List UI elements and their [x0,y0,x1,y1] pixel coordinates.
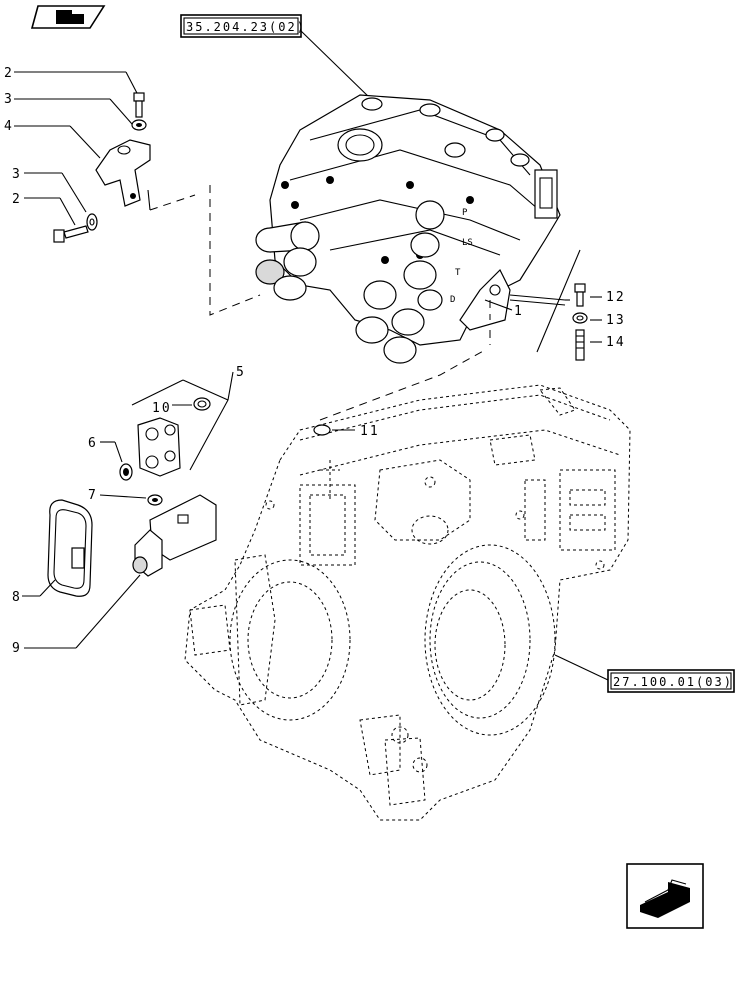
svg-text:T: T [455,268,461,278]
callout-3-top: 3 [4,92,14,107]
bolt-12 [574,283,586,307]
housing-ref-label: 27.100.01(03) [613,675,733,689]
valve-ref-label: 35.204.23(02) [186,20,306,34]
callout-3-mid: 3 [12,167,22,182]
transmission-housing [184,384,631,821]
callout-13: 13 [606,313,626,328]
o-ring-11 [313,424,331,436]
callout-2-mid: 2 [12,192,22,207]
bracket-4 [95,139,151,211]
next-page-arrow-icon[interactable] [626,863,704,929]
callout-1: 1 [514,304,524,319]
washer-7 [147,494,163,506]
bolt-2-mid [53,225,89,243]
cover-8 [47,499,93,597]
callout-12: 12 [606,290,626,305]
sensor-9 [132,494,217,577]
stud-14 [575,329,585,361]
o-ring-10 [193,397,211,411]
valve-ref-box[interactable]: 35.204.23(02) [180,14,306,38]
callout-7: 7 [88,488,98,503]
housing-ref-box[interactable]: 27.100.01(03) [607,669,735,693]
seal-6 [119,463,133,481]
callout-6: 6 [88,436,98,451]
control-valve-assembly: P LS T D [255,94,561,364]
callout-2-top: 2 [4,66,14,81]
housing-ref-leader [554,654,609,681]
svg-text:D: D [450,295,455,305]
valve-ref-leader [299,29,373,101]
callout-11: 11 [360,424,380,439]
svg-text:P: P [462,208,468,218]
washer-3-mid [86,213,98,231]
callout-14: 14 [606,335,626,350]
callout-10: 10 [152,401,172,416]
svg-text:LS: LS [462,238,473,248]
callout-9: 9 [12,641,22,656]
callout-5: 5 [236,365,246,380]
washer-3-top [131,119,147,131]
callout-4: 4 [4,119,14,134]
nut-13 [572,312,588,324]
bolt-2-top [133,92,145,118]
valve-block-6 [137,417,181,477]
coupler-group-right [355,200,445,364]
book-pointer-icon[interactable] [30,5,106,29]
callout-8: 8 [12,590,22,605]
coupler-group-left [255,221,320,301]
